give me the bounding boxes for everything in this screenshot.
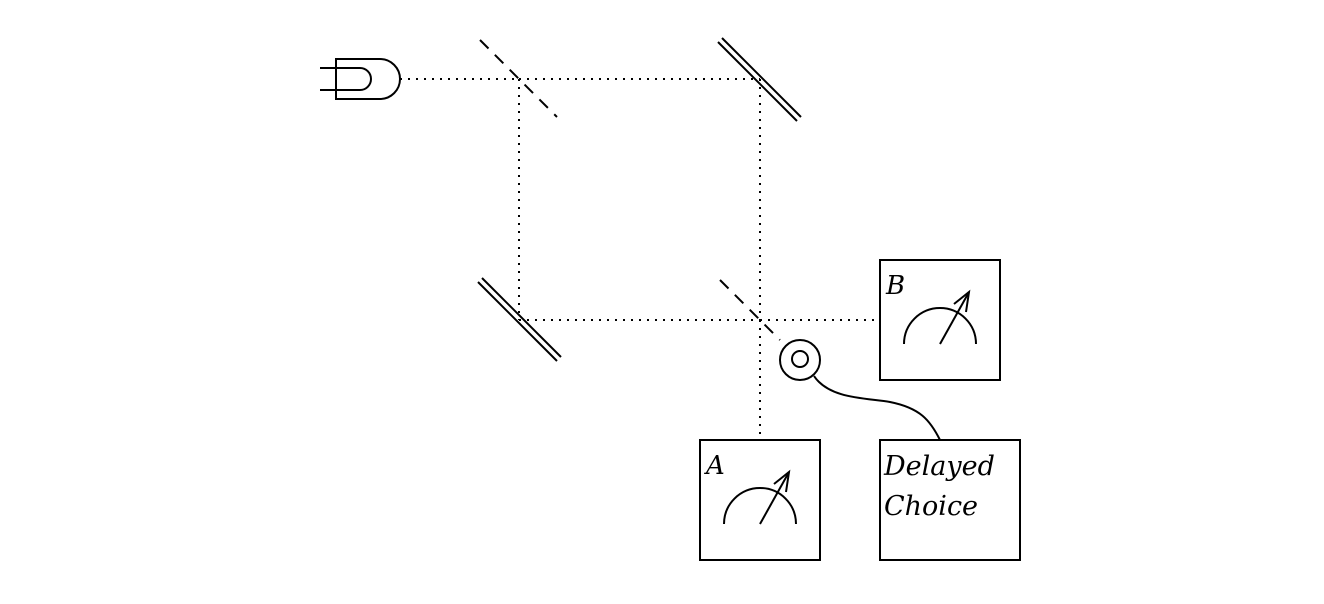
detector-b: B	[879, 259, 1001, 381]
delayed-choice-box: Delayed Choice	[879, 439, 1021, 561]
meter-icon	[903, 289, 977, 345]
beam-splitter-1	[479, 39, 558, 118]
detector-a: A	[699, 439, 821, 561]
meter-icon	[723, 469, 797, 525]
mirror-top-right	[717, 37, 802, 122]
detector-b-label: B	[885, 271, 905, 301]
delayed-choice-label-line1: Delayed	[883, 451, 995, 482]
detector-a-label: A	[704, 451, 725, 481]
delayed-choice-label-line2: Choice	[884, 491, 978, 522]
light-source-icon	[320, 58, 401, 100]
mirror-bottom-left	[477, 277, 562, 362]
switch-cable	[813, 375, 941, 441]
switch-icon	[779, 339, 821, 381]
beam-splitter-2	[719, 279, 781, 341]
beam-paths	[400, 78, 880, 440]
